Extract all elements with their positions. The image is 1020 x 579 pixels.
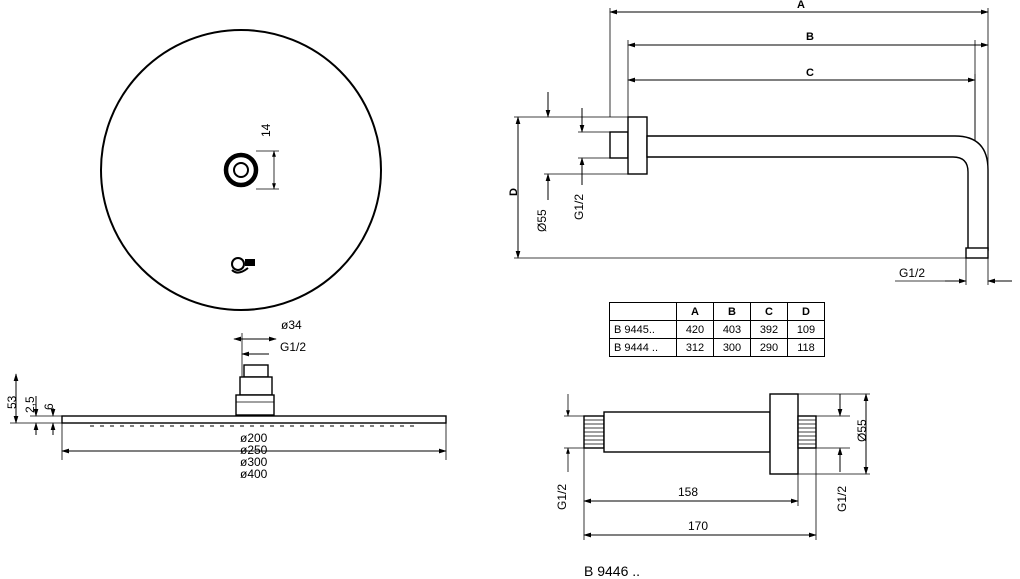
table-row: B 9444 .. 312 300 290 118 [609, 338, 825, 357]
wall-thread [609, 131, 629, 159]
table-cell-a: 420 [676, 320, 714, 339]
table-header-blank [609, 302, 677, 321]
table-cell-b: 403 [713, 320, 751, 339]
dimension-table: A B C D B 9445.. 420 403 392 109 B 9444 … [609, 302, 825, 357]
shower-arm [646, 135, 989, 251]
ceiling-thread-left: G1/2 [555, 484, 569, 510]
height-53: 53 [5, 395, 19, 409]
dim-c-label: C [806, 67, 814, 79]
brand-logo-icon [231, 257, 255, 274]
ceiling-arm-tube [603, 411, 771, 453]
ceiling-thread-right: G1/2 [835, 486, 849, 512]
connector-top [243, 364, 269, 378]
ceiling-flange [769, 393, 799, 475]
table-header-a: A [676, 302, 714, 321]
dim-a-label: A [797, 0, 805, 11]
table-cell-b: 300 [713, 338, 751, 357]
arm-outlet-thread: G1/2 [899, 266, 925, 280]
height-2-5: 2,5 [23, 396, 37, 413]
table-cell-c: 290 [750, 338, 788, 357]
diameter-200: ø200 [240, 431, 268, 445]
top-view-dim-14: 14 [259, 123, 273, 137]
shower-head-side-view: ø34 G1/2 ø200 ø250 ø300 ø400 53 2,5 6 [5, 318, 447, 481]
ceiling-arm-view: G1/2 G1/2 Ø55 158 170 [555, 393, 870, 540]
table-header-b: B [713, 302, 751, 321]
table-header-d: D [787, 302, 825, 321]
ceiling-flange-diameter: Ø55 [855, 419, 869, 442]
table-header-row: A B C D [609, 302, 825, 321]
connector-diameter: ø34 [281, 318, 302, 332]
shower-plate [61, 415, 447, 424]
ceiling-length-158: 158 [678, 485, 698, 499]
table-cell-d: 118 [787, 338, 825, 357]
table-cell-c: 392 [750, 320, 788, 339]
table-cell-model: B 9444 .. [609, 338, 677, 357]
dim-d-label: D [508, 188, 520, 196]
shower-head-top-view: 14 [100, 29, 382, 311]
height-6: 6 [42, 403, 56, 410]
diameter-250: ø250 [240, 443, 268, 457]
connector-thread: G1/2 [280, 340, 306, 354]
table-cell-a: 312 [676, 338, 714, 357]
arm-outlet [965, 247, 989, 259]
ceiling-length-170: 170 [688, 519, 708, 533]
diameter-300: ø300 [240, 455, 268, 469]
arm-flange-diameter: Ø55 [535, 209, 549, 232]
wall-flange [627, 116, 648, 175]
wall-arm-view: A B C D Ø55 G1/2 G1/2 [508, 0, 1012, 285]
diameter-400: ø400 [240, 467, 268, 481]
dim-b-label: B [806, 31, 814, 43]
connector-nut-side [239, 376, 273, 396]
shower-head-outline [100, 29, 382, 311]
product-code-label: B 9446 .. [584, 563, 641, 579]
table-cell-model: B 9445.. [609, 320, 677, 339]
table-row: B 9445.. 420 403 392 109 [609, 320, 825, 339]
arm-thread-left: G1/2 [572, 194, 586, 220]
table-header-c: C [750, 302, 788, 321]
table-cell-d: 109 [787, 320, 825, 339]
